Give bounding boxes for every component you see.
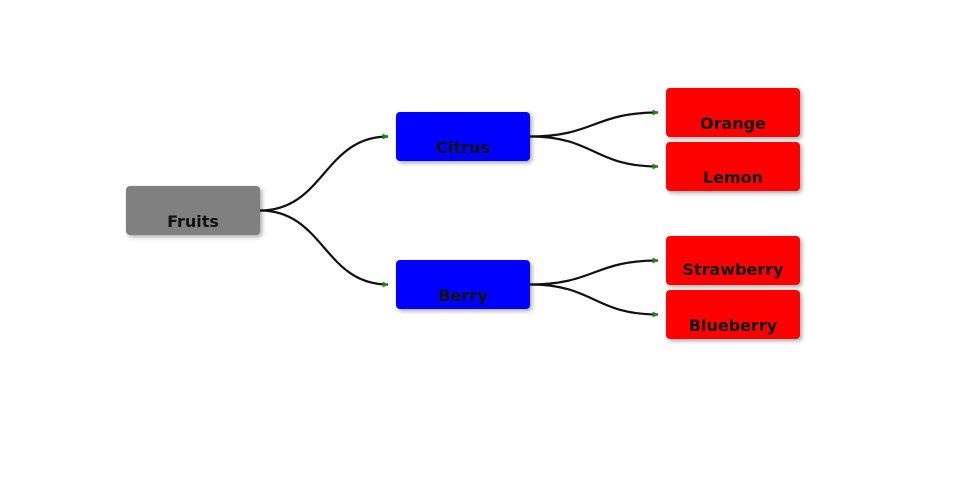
node-orange[interactable]: Orange [666, 88, 800, 137]
edge-berry-to-strawberry [529, 257, 659, 286]
node-fruits-label: Fruits [167, 212, 219, 231]
node-strawberry[interactable]: Strawberry [666, 236, 800, 285]
node-blueberry-label: Blueberry [688, 316, 778, 335]
node-berry-label: Berry [438, 286, 488, 305]
edge-fruits-to-citrus [259, 133, 389, 212]
edge-berry-to-blueberry [529, 283, 659, 318]
node-strawberry-label: Strawberry [682, 260, 784, 279]
edge-citrus-to-lemon [529, 135, 659, 170]
node-lemon[interactable]: Lemon [666, 142, 800, 191]
node-lemon-label: Lemon [702, 168, 764, 187]
edge-citrus-to-orange [529, 109, 659, 138]
node-orange-label: Orange [700, 114, 766, 133]
node-fruits[interactable]: Fruits [126, 186, 260, 235]
node-citrus[interactable]: Citrus [396, 112, 530, 161]
node-berry[interactable]: Berry [396, 260, 530, 309]
node-citrus-label: Citrus [436, 138, 490, 157]
node-blueberry[interactable]: Blueberry [666, 290, 800, 339]
edge-fruits-to-berry [259, 209, 389, 288]
